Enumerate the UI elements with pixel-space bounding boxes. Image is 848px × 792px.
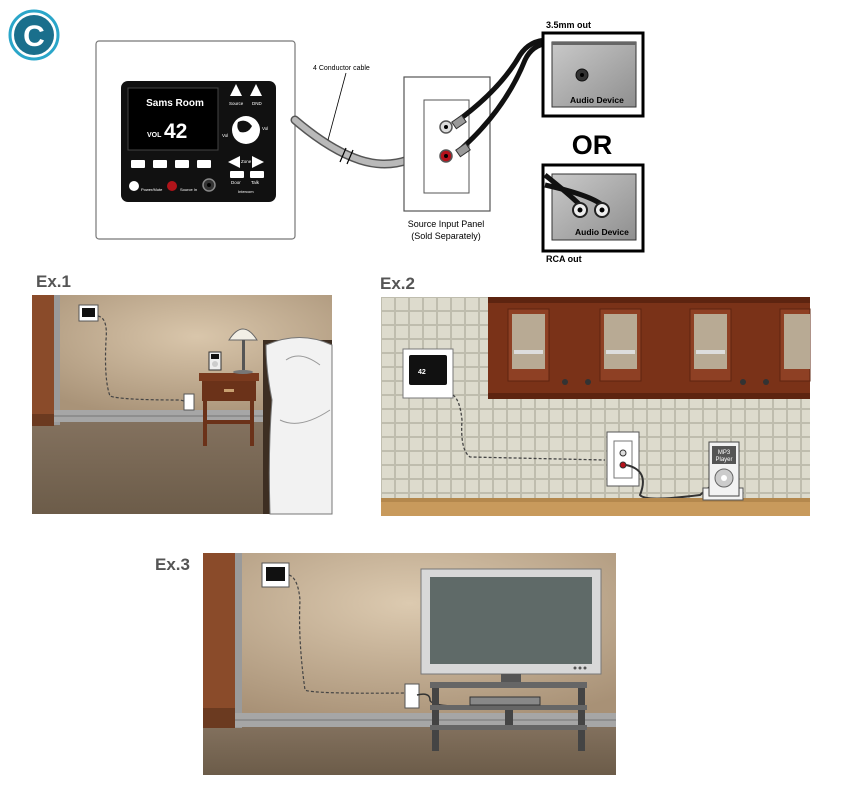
preset-button-3 [175,160,189,168]
keypad-dnd-label: DND [252,101,262,106]
keypad-source-in-label: Source In [180,187,197,192]
device-bottom-name: Audio Device [575,227,629,237]
zone-right-arrow-icon [252,156,264,168]
device-top-name: Audio Device [570,95,624,105]
mp3-label-line1: MP3 [718,450,731,456]
example-2-label: Ex.2 [380,274,415,293]
ex2-keypad-value: 42 [418,369,426,376]
power-button [129,181,139,191]
keypad-source-label: Source [229,101,244,106]
example-1-bedroom-scene [32,295,333,515]
keypad-zone-label: Zone [241,159,252,164]
talk-button [250,171,264,178]
door-button [230,171,244,178]
mp3-label-line2: Player [715,457,732,463]
four-conductor-cable: 4 Conductor cable [290,65,413,169]
source-panel-ex1 [183,393,195,411]
dnd-up-arrow-icon [250,84,262,96]
preset-button-1 [131,160,145,168]
section-badge: C [8,9,60,61]
or-label: OR [572,130,613,160]
source-panel-ex3 [404,683,420,709]
audio-device-rca: Audio Device RCA out [541,163,645,264]
keypad-talk-label: Talk [251,180,260,185]
status-led [167,181,177,191]
volume-knob-icon [232,116,260,144]
keypad-room-name: Sams Room [146,98,204,109]
zone-left-arrow-icon [228,156,240,168]
audio-device-3.5mm: 3.5mm out Audio Device [541,20,645,118]
keypad-power-label: Power/Mute [141,187,163,192]
keypad-vol-right-label: Vol [262,126,268,131]
device-top-out-label: 3.5mm out [546,20,591,30]
keypad-vol-value: 42 [164,120,187,143]
keypad-vol-left-label: Vol [222,133,228,138]
source-up-arrow-icon [230,84,242,96]
cable-label: 4 Conductor cable [313,65,370,72]
example-3-label: Ex.3 [155,555,190,574]
source-panel-label-line1: Source Input Panel [408,219,485,229]
device-bottom-out-label: RCA out [546,254,582,264]
keypad-lcd-screen [127,87,219,151]
example-2-kitchen-scene: 42 MP3 Player [381,297,811,516]
keypad-door-label: Door [231,180,241,185]
example-3-tv-scene [203,553,616,775]
source-panel-label-line2: (Sold Separately) [411,231,481,241]
preset-button-2 [153,160,167,168]
keypad-intercom-label: Intercom [238,189,254,194]
preset-button-4 [197,160,211,168]
tv-screen [430,577,592,664]
badge-letter: C [23,20,45,53]
keypad-vol-label: VOL [147,132,162,139]
example-1-label: Ex.1 [36,272,71,291]
keypad-wall-plate: Sams Room VOL 42 Source DND Vol Vol Zone… [95,40,296,240]
source-input-panel: Source Input Panel (Sold Separately) [403,76,491,241]
